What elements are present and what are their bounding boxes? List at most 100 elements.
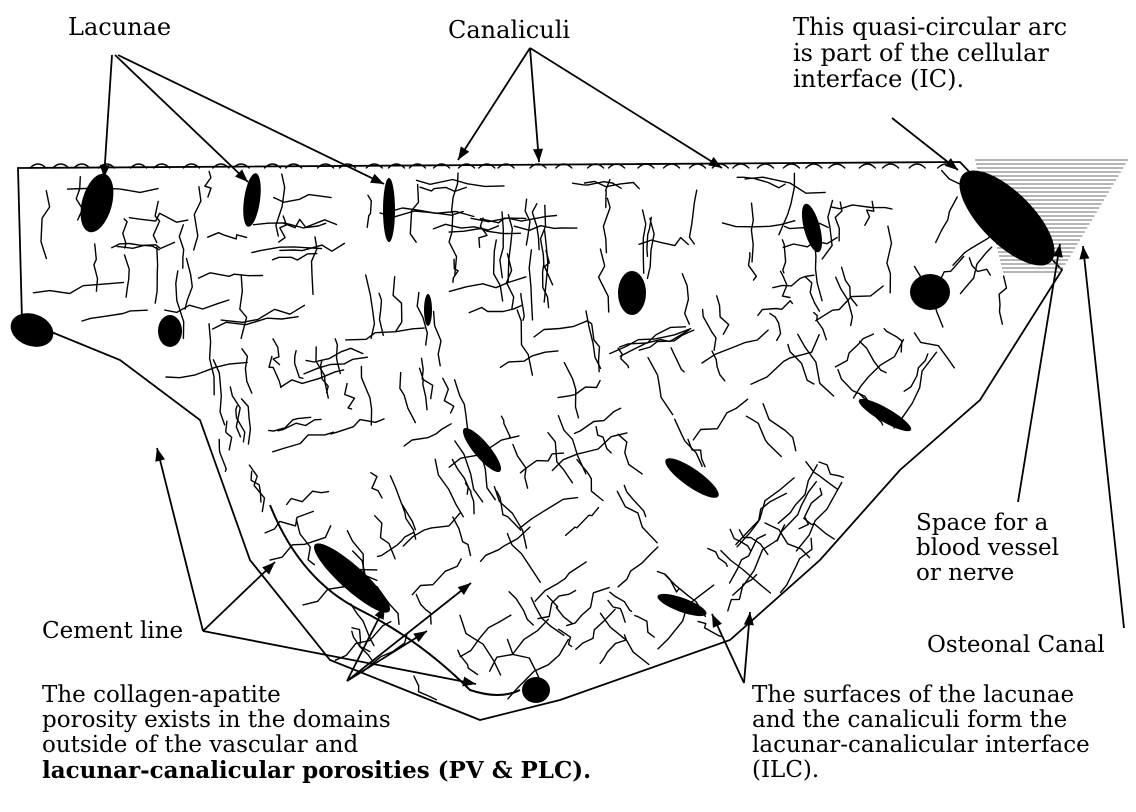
lacuna xyxy=(6,307,58,352)
canaliculus xyxy=(165,300,229,312)
canaliculus xyxy=(782,240,785,273)
arrowhead xyxy=(458,583,471,595)
lacuna xyxy=(383,178,395,242)
canaliculus xyxy=(781,271,790,297)
canaliculus xyxy=(608,600,625,622)
canaliculus xyxy=(273,254,317,260)
canaliculus xyxy=(345,384,355,410)
canaliculus xyxy=(205,171,211,197)
canaliculus xyxy=(577,460,603,501)
canaliculus xyxy=(904,354,928,391)
canaliculus xyxy=(647,219,654,279)
canaliculus xyxy=(33,282,123,293)
canaliculus xyxy=(814,313,827,340)
lacuna xyxy=(856,394,915,436)
canaliculus xyxy=(449,216,456,276)
canaliculus xyxy=(819,462,843,477)
canaliculus xyxy=(765,523,810,558)
canaliculus xyxy=(529,250,532,320)
canaliculus xyxy=(842,267,857,305)
canaliculus xyxy=(458,650,478,674)
callout-arrows xyxy=(104,48,1124,684)
canaliculus xyxy=(155,247,157,303)
arrow-osteonal-canal xyxy=(1083,246,1124,628)
canaliculus xyxy=(618,434,642,474)
lacuna xyxy=(661,452,724,503)
canaliculus xyxy=(508,640,541,682)
canaliculus xyxy=(758,301,793,316)
canaliculus xyxy=(799,488,822,528)
arrow-lacunae-1 xyxy=(104,55,112,178)
canaliculus xyxy=(404,424,451,446)
canaliculus xyxy=(534,321,592,337)
canaliculus xyxy=(717,296,729,335)
canaliculus xyxy=(728,575,757,611)
canaliculus xyxy=(452,460,468,495)
canaliculus xyxy=(185,259,192,310)
canaliculus xyxy=(501,416,510,438)
canaliculus xyxy=(525,199,530,245)
canaliculus xyxy=(773,275,814,288)
canaliculus xyxy=(751,203,753,262)
canaliculus xyxy=(213,360,224,425)
canaliculus xyxy=(455,380,468,430)
canaliculus xyxy=(335,339,340,374)
canaliculus xyxy=(592,324,600,371)
canaliculus xyxy=(273,339,280,365)
arrow-space xyxy=(1018,244,1060,502)
canaliculus xyxy=(375,516,395,559)
arrowhead xyxy=(1079,246,1089,260)
canaliculus xyxy=(648,358,673,415)
canaliculus xyxy=(703,309,716,350)
canaliculus xyxy=(603,198,610,252)
canaliculus xyxy=(242,399,251,444)
canaliculus xyxy=(693,399,747,440)
canaliculus xyxy=(346,328,424,340)
lacuna xyxy=(75,170,120,236)
canaliculus xyxy=(153,201,159,242)
canaliculus xyxy=(284,219,326,227)
canaliculus xyxy=(859,164,875,168)
canaliculus xyxy=(361,366,371,425)
canaliculus xyxy=(366,275,375,338)
canaliculus xyxy=(199,273,263,278)
arrowhead xyxy=(708,157,722,168)
canaliculus xyxy=(831,205,892,209)
canaliculus xyxy=(509,592,533,625)
canaliculus xyxy=(166,362,247,377)
cement-line xyxy=(270,505,520,695)
canaliculus xyxy=(733,164,749,168)
lacuna xyxy=(158,315,182,347)
canaliculus xyxy=(371,473,382,498)
canaliculus xyxy=(490,619,549,671)
canaliculus xyxy=(312,237,317,295)
canaliculus xyxy=(433,224,498,230)
canaliculus xyxy=(671,348,684,372)
canaliculus xyxy=(125,255,130,297)
arrow-lacunae-2 xyxy=(115,55,248,182)
canaliculus xyxy=(521,294,524,321)
canaliculus xyxy=(739,530,767,555)
canaliculus xyxy=(822,201,832,260)
lacuna xyxy=(618,271,646,315)
canaliculus xyxy=(806,164,822,168)
canaliculus xyxy=(914,333,954,368)
canaliculus xyxy=(420,187,466,191)
arrowhead xyxy=(370,174,384,184)
label-cellular-interface: This quasi-circular arc is part of the c… xyxy=(793,14,1067,92)
canaliculus xyxy=(453,517,471,555)
canaliculus xyxy=(751,335,819,385)
canaliculus xyxy=(770,313,781,340)
canaliculus xyxy=(265,511,313,533)
arrow-canaliculi-3 xyxy=(530,48,722,168)
canaliculus xyxy=(552,433,627,471)
canaliculus xyxy=(517,310,532,375)
arrowhead xyxy=(458,146,469,160)
canaliculus xyxy=(618,547,658,587)
canaliculus xyxy=(242,349,252,393)
label-lacunar-canalicular-interface: The surfaces of the lacunae and the cana… xyxy=(752,683,1090,783)
canaliculus xyxy=(600,635,626,664)
canaliculus xyxy=(269,417,311,431)
canaliculus xyxy=(213,317,298,329)
